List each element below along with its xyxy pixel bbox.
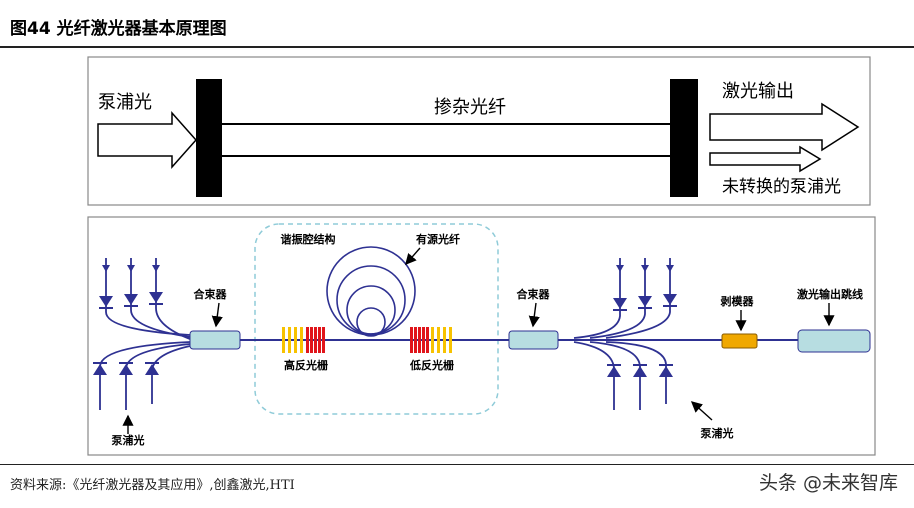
left-mirror (196, 79, 222, 197)
left-combiner-label: 合束器 (194, 287, 228, 301)
right-mirror (670, 79, 698, 197)
low-reflector-grating (410, 327, 452, 353)
unconverted-pump-arrow (709, 145, 822, 173)
left-upper-pump-fibers (105, 258, 191, 340)
output-jumper-label: 激光输出跳线 (797, 287, 863, 301)
right-upper-pump-fibers (573, 258, 671, 339)
resonator-label: 谐振腔结构 (281, 232, 336, 246)
active-fiber-label: 有源光纤 (416, 232, 460, 246)
mode-stripper-label: 剥模器 (721, 294, 755, 308)
active-fiber-coil (326, 246, 416, 337)
right-pump-pointer (690, 401, 713, 421)
watermark: 头条 @未来智库 (758, 472, 898, 494)
left-combiner (189, 330, 241, 350)
high-reflector-label: 高反光栅 (284, 358, 328, 372)
left-lower-diodes (93, 362, 159, 375)
right-pump-label: 泵浦光 (701, 426, 734, 440)
laser-output-arrow (709, 102, 860, 152)
top-pump-label: 泵浦光 (98, 92, 152, 113)
pump-input-arrow (97, 111, 198, 169)
left-combiner-pointer (211, 302, 223, 328)
right-combiner-pointer (528, 302, 540, 328)
right-lower-diodes (607, 364, 673, 377)
low-reflector-label: 低反光栅 (409, 358, 454, 372)
high-reflector-grating (282, 327, 325, 353)
left-pump-label: 泵浦光 (112, 433, 145, 447)
mode-stripper (721, 333, 758, 349)
active-fiber-pointer (405, 247, 421, 266)
source-note: 资料来源:《光纤激光器及其应用》,创鑫激光,HTI (10, 478, 295, 493)
resonator-dashed-box (254, 223, 499, 415)
figure-title: 图44 光纤激光器基本原理图 (10, 19, 227, 39)
laser-output-label: 激光输出 (722, 81, 794, 102)
bottom-divider (0, 464, 914, 465)
output-jumper (797, 329, 871, 353)
right-combiner (508, 330, 559, 350)
left-upper-diodes (99, 265, 163, 309)
top-divider (0, 46, 914, 48)
right-combiner-label: 合束器 (517, 287, 551, 301)
right-upper-diodes (613, 265, 677, 311)
doped-fiber-label: 掺杂光纤 (434, 97, 506, 118)
unconverted-pump-label: 未转换的泵浦光 (722, 177, 841, 197)
